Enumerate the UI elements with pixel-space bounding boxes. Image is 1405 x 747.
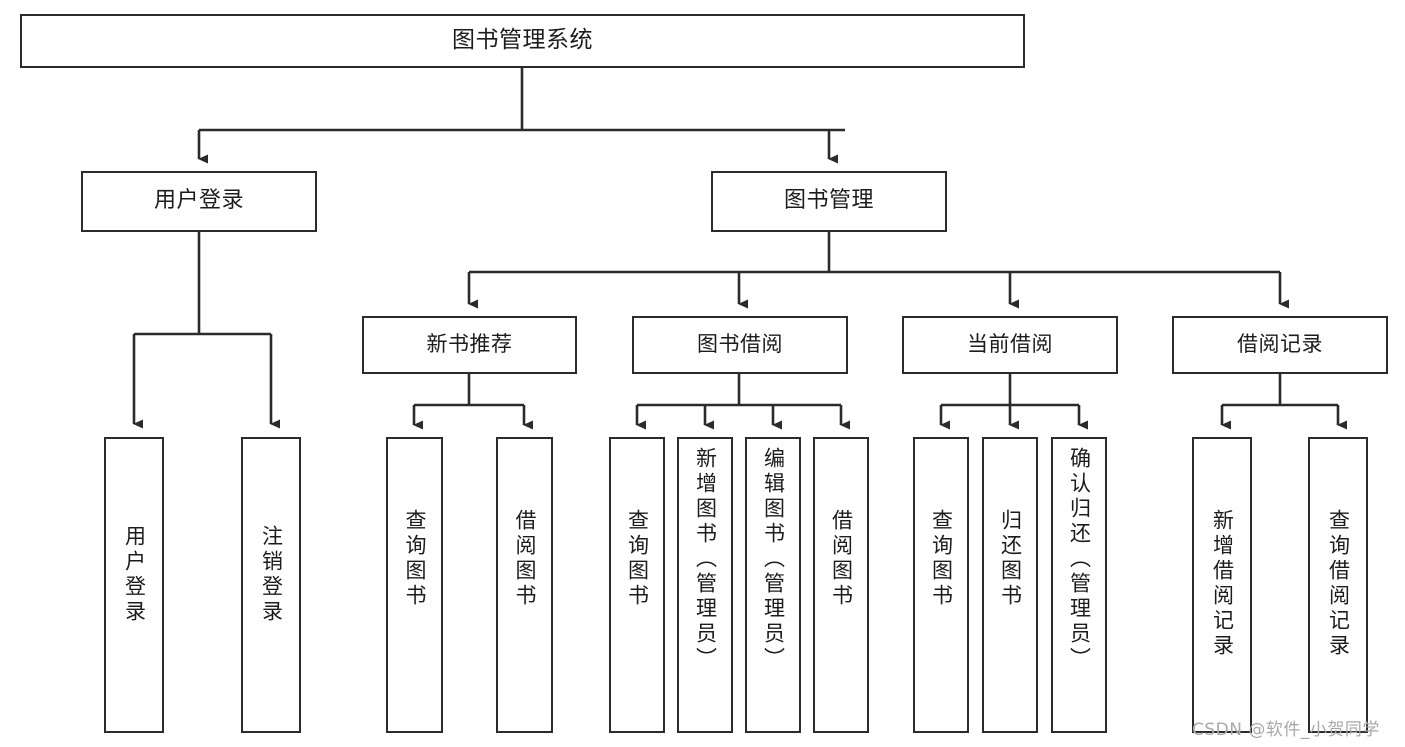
node-label: 图书管理	[783, 188, 874, 214]
node-label: 借阅图书	[829, 509, 854, 609]
node-user-login[interactable]: 用户登录	[81, 171, 317, 232]
node-label: 查询借阅记录	[1326, 509, 1351, 659]
node-label: 归还图书	[998, 509, 1023, 609]
node-borrow-record[interactable]: 借阅记录	[1172, 316, 1388, 374]
node-label: 新增借阅记录	[1210, 509, 1235, 659]
leaf-record-add-record[interactable]: 新增借阅记录	[1192, 437, 1252, 733]
leaf-user-logout[interactable]: 注销登录	[241, 437, 301, 733]
watermark-text: CSDN @软件_小贺同学	[1192, 720, 1380, 740]
node-current-borrow[interactable]: 当前借阅	[902, 316, 1118, 374]
node-label: 新增图书（管理员）	[693, 447, 718, 672]
leaf-borrow-query-book[interactable]: 查询图书	[609, 437, 665, 733]
node-label: 查询图书	[625, 509, 650, 609]
leaf-user-login[interactable]: 用户登录	[104, 437, 164, 733]
node-label: 借阅记录	[1237, 332, 1323, 357]
node-label: 图书管理系统	[452, 27, 593, 54]
leaf-current-return-book[interactable]: 归还图书	[982, 437, 1038, 733]
node-label: 新书推荐	[426, 332, 513, 357]
node-label: 编辑图书（管理员）	[761, 447, 786, 672]
node-book-borrow[interactable]: 图书借阅	[632, 316, 848, 374]
leaf-borrow-add-book-admin[interactable]: 新增图书（管理员）	[677, 437, 733, 733]
node-label: 当前借阅	[967, 332, 1053, 357]
node-label: 图书借阅	[697, 332, 783, 357]
leaf-record-query-record[interactable]: 查询借阅记录	[1308, 437, 1368, 733]
node-new-book-recommend[interactable]: 新书推荐	[362, 316, 577, 374]
node-label: 用户登录	[122, 525, 147, 625]
leaf-borrow-edit-book-admin[interactable]: 编辑图书（管理员）	[745, 437, 801, 733]
node-label: 查询图书	[929, 509, 954, 609]
node-label: 用户登录	[153, 188, 244, 214]
leaf-borrow-borrow-book[interactable]: 借阅图书	[813, 437, 869, 733]
node-root-system[interactable]: 图书管理系统	[20, 14, 1025, 68]
leaf-recommend-borrow-book[interactable]: 借阅图书	[496, 437, 553, 733]
node-label: 注销登录	[259, 525, 284, 625]
leaf-current-confirm-return-admin[interactable]: 确认归还（管理员）	[1051, 437, 1107, 733]
leaf-recommend-query-book[interactable]: 查询图书	[386, 437, 443, 733]
node-book-management[interactable]: 图书管理	[711, 171, 947, 232]
node-label: 查询图书	[403, 509, 427, 609]
node-label: 借阅图书	[513, 509, 537, 609]
node-label: 确认归还（管理员）	[1067, 447, 1092, 672]
leaf-current-query-book[interactable]: 查询图书	[913, 437, 969, 733]
